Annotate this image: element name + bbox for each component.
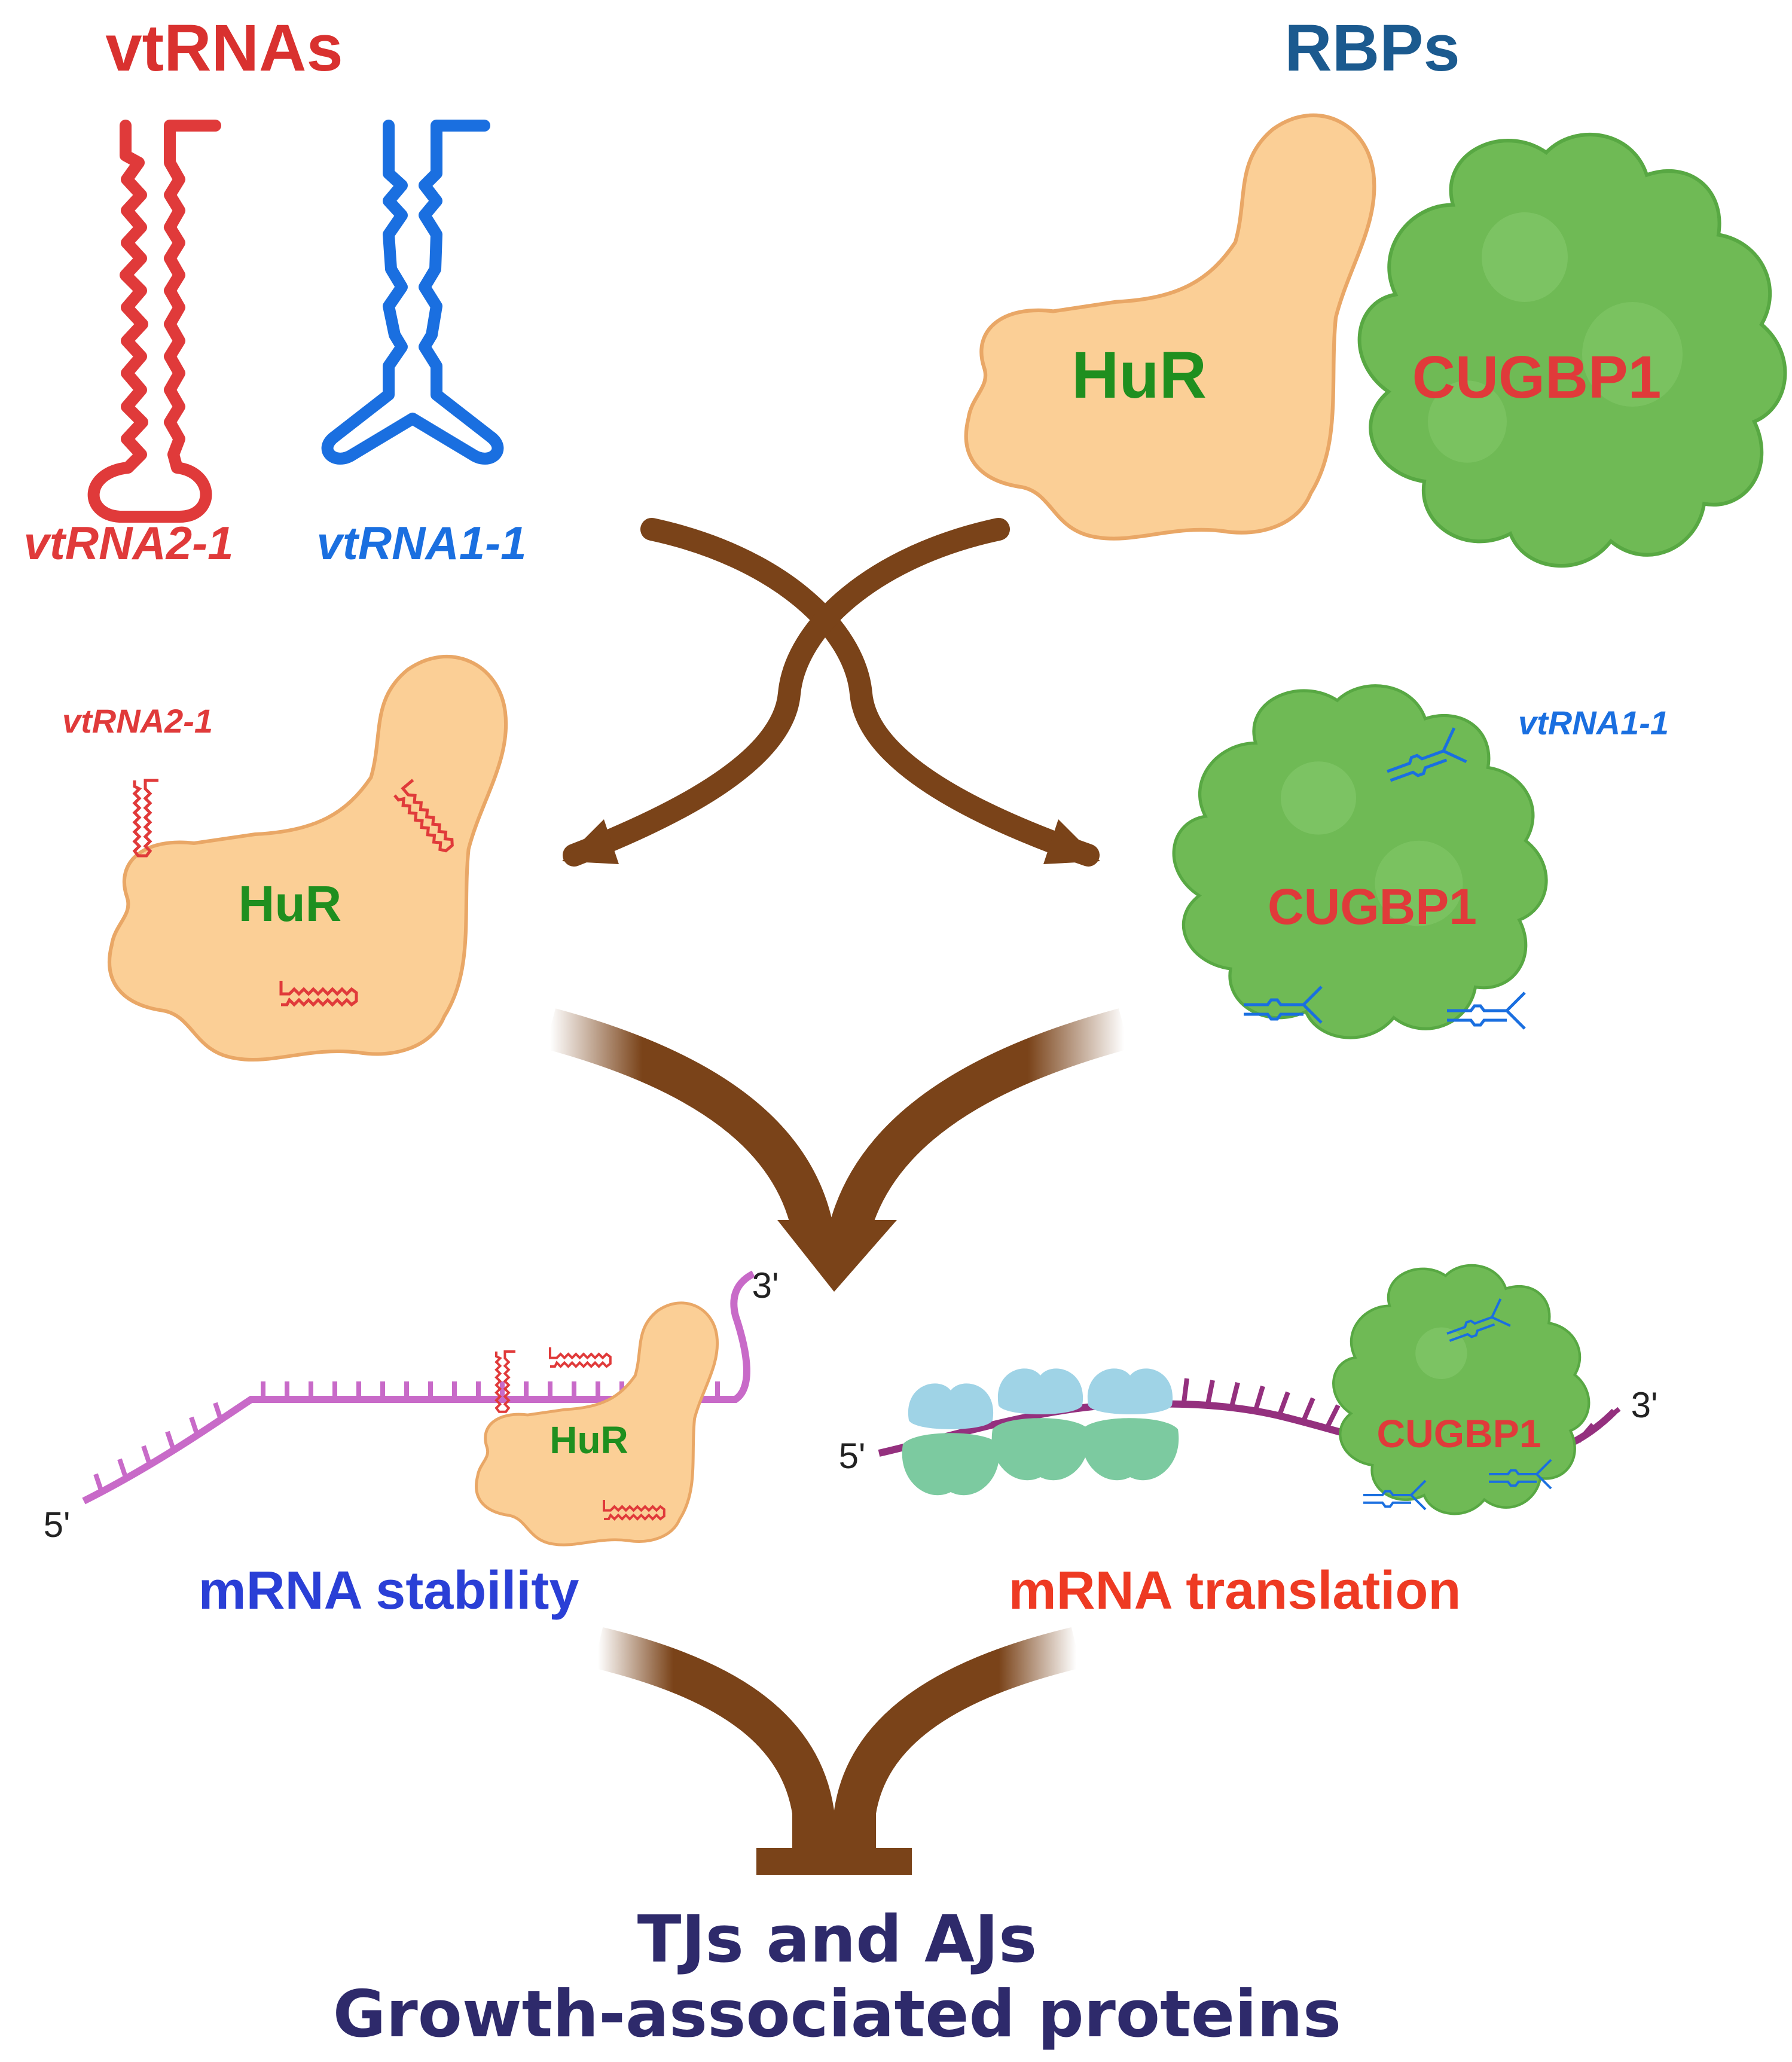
converging-arrow (544, 1008, 1130, 1238)
hur-protein (966, 115, 1375, 539)
mrna-cugbp1-label: CUGBP1 (1376, 1411, 1541, 1456)
arrowhead-right (1043, 819, 1100, 864)
ribosome-2 (991, 1368, 1089, 1481)
three-prime-left: 3' (752, 1265, 779, 1305)
header-vtrnas: vtRNAs (105, 11, 343, 85)
arrowhead-left (562, 819, 619, 864)
ribosome-3 (1081, 1368, 1179, 1481)
cugbp1-label: CUGBP1 (1412, 344, 1662, 411)
vtrna2-1-structure (94, 126, 215, 517)
three-prime-right: 3' (1631, 1385, 1658, 1425)
hur-label: HuR (1071, 338, 1207, 412)
mrna-hur-label: HuR (549, 1419, 628, 1462)
vtrna1-1-label: vtRNA1-1 (316, 517, 526, 569)
vtrna2-1-label: vtRNA2-1 (23, 517, 233, 569)
vtrna1-1-structure (328, 126, 498, 459)
mrna-bound-vtrna2-b (550, 1347, 610, 1366)
five-prime-left: 5' (44, 1505, 71, 1545)
cugbp1-vtrna1-complex (1174, 686, 1546, 1038)
result-line1: TJs and AJs (637, 1902, 1037, 1977)
cugbp1-on-mrna (1333, 1265, 1589, 1514)
converging-arrowhead (777, 1220, 897, 1292)
result-line2: Growth-associated proteins (333, 1977, 1341, 2052)
header-rbps: RBPs (1284, 11, 1460, 85)
complex-hur-label: HuR (239, 876, 342, 932)
five-prime-right: 5' (839, 1436, 866, 1476)
complex-cugbp1-label: CUGBP1 (1268, 879, 1477, 935)
cugbp1-protein (1360, 135, 1785, 566)
ribosome-1 (902, 1383, 1000, 1496)
converging-inhibition-arrow (593, 1627, 1082, 1860)
outcome-translation-label: mRNA translation (1009, 1561, 1461, 1621)
inhibition-bar (756, 1848, 912, 1875)
outcome-stability-label: mRNA stability (199, 1561, 579, 1621)
complex-vtrna2-label: vtRNA2-1 (62, 702, 213, 740)
complex-vtrna1-label: vtRNA1-1 (1518, 704, 1669, 742)
crossing-arrows (563, 518, 1100, 867)
